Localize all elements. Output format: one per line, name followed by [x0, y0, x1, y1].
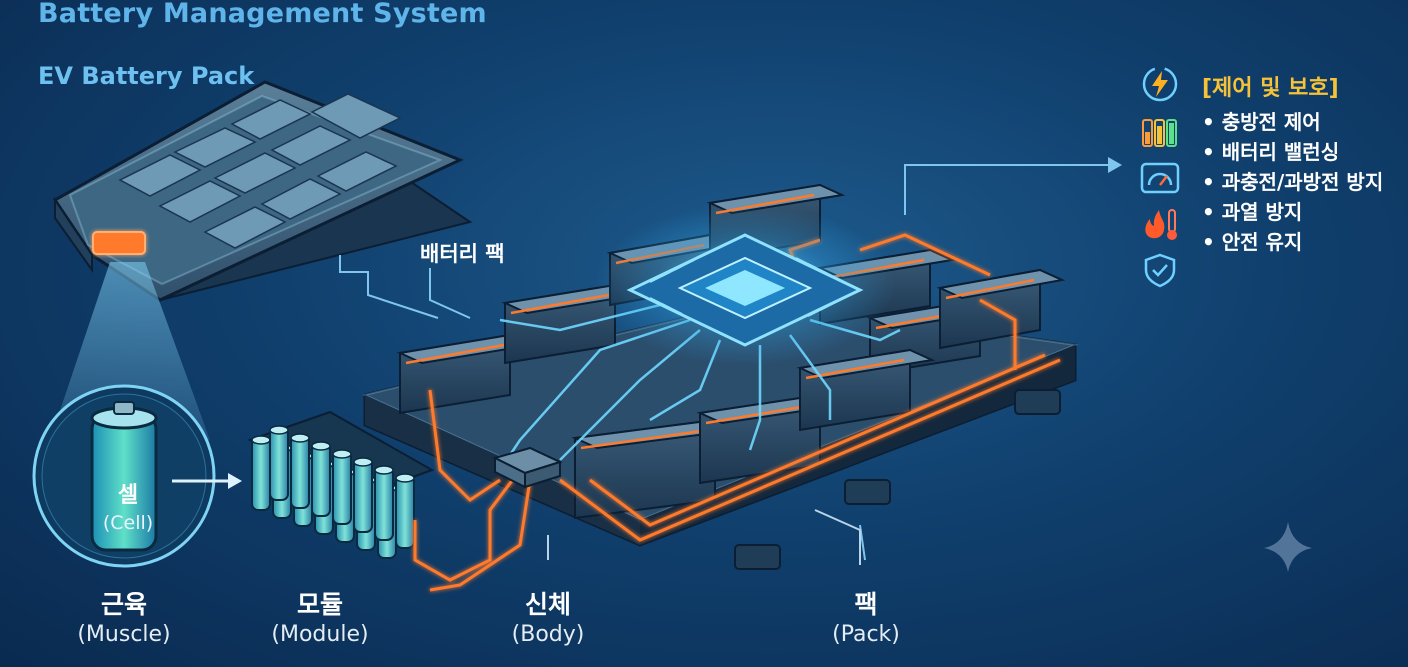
arrow-cell-to-module: [172, 473, 242, 489]
cell-label-en: (Cell): [102, 512, 154, 534]
module-cell: [290, 433, 310, 509]
battery-pack-callout: 배터리 팩: [420, 242, 505, 266]
panel-item: • 과열 방지: [1202, 200, 1303, 224]
page-title: Battery Management System: [38, 0, 487, 29]
module-illustration: [247, 410, 435, 559]
label-pointer-lines: [547, 509, 861, 565]
thermometer-fire-icon: [1145, 209, 1177, 240]
panel-item: • 안전 유지: [1202, 230, 1303, 254]
stage-muscle-en: (Muscle): [77, 622, 171, 647]
shield-check-icon: [1144, 253, 1176, 288]
module-cell: [311, 441, 331, 517]
module-cell: [251, 435, 271, 511]
bms-chip: [595, 205, 895, 365]
sparkle-icon: [1264, 522, 1312, 572]
module-cell: [374, 465, 394, 541]
pack-module: [396, 333, 536, 415]
connector-lines: [339, 164, 1110, 561]
stage-body-en: (Body): [511, 622, 585, 647]
stage-module-en: (Module): [271, 622, 369, 647]
orange-wiring: [413, 233, 1061, 592]
module-cell: [395, 473, 415, 549]
stage-muscle-label: 근육 (Muscle): [64, 590, 184, 650]
ev-pack-illustration: [52, 80, 473, 302]
page-subtitle: EV Battery Pack: [38, 62, 255, 90]
module-cell: [269, 425, 289, 501]
lightning-icon: [1142, 66, 1178, 102]
battery-level-icon: [1142, 119, 1177, 147]
stage-body-label: 신체 (Body): [488, 590, 608, 650]
panel-item: • 과충전/과방전 방지: [1202, 170, 1384, 194]
module-cell: [332, 449, 352, 525]
junction-box: [492, 446, 563, 489]
stage-body-ko: 신체: [524, 590, 571, 619]
panel-item: • 충방전 제어: [1202, 110, 1321, 134]
cell-label: 셀 (Cell): [96, 482, 160, 536]
stage-pack-en: (Pack): [832, 622, 900, 647]
stage-pack-label: 팩 (Pack): [806, 590, 926, 650]
panel-item: • 배터리 밸런싱: [1202, 140, 1340, 164]
stage-module-label: 모듈 (Module): [260, 590, 380, 650]
gauge-icon: [1140, 162, 1180, 194]
panel-title: [제어 및 보호]: [1202, 76, 1339, 101]
cell-illustration: [32, 384, 216, 568]
stage-pack-ko: 팩: [854, 590, 878, 619]
pack-module: [936, 268, 1066, 350]
cell-label-ko: 셀: [117, 483, 139, 508]
stage-muscle-ko: 근육: [100, 590, 147, 619]
stage-module-ko: 모듈: [296, 590, 343, 619]
module-cell: [353, 457, 373, 533]
